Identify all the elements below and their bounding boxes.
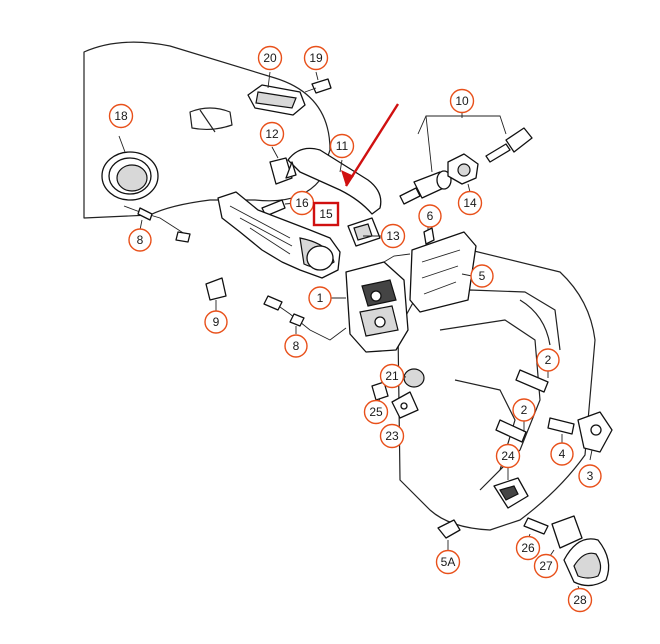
callout-label-10: 10: [455, 94, 469, 108]
callout-marker-12: [259, 121, 285, 147]
callout-label-19: 19: [309, 51, 323, 65]
callout-label-13: 13: [386, 229, 400, 243]
part-11-outer-handle: [285, 147, 382, 215]
inner-door-panel: [83, 41, 331, 219]
callout-marker-20: [257, 45, 283, 71]
callout-label-8: 8: [293, 339, 300, 353]
callout-label-18: 18: [114, 109, 128, 123]
callout-marker-4: [550, 442, 574, 466]
callout-label-5: 5: [479, 269, 486, 283]
part-5-bracket-plate: [409, 231, 477, 313]
part-1-lock-mechanism: [345, 253, 411, 353]
callout-marker-25: [363, 399, 389, 425]
highlight-arrow: [341, 103, 400, 187]
callout-label-20: 20: [263, 51, 277, 65]
callout-marker-18: [108, 103, 134, 129]
callout-marker-24: [495, 443, 521, 469]
callout-label-5a: 5A: [441, 555, 456, 569]
callout-label-26: 26: [521, 541, 535, 555]
part-20-bracket: [247, 71, 306, 116]
callout-label-2: 2: [521, 403, 528, 417]
part-5a-cap: [437, 519, 461, 552]
callout-marker-19: [303, 45, 329, 71]
callout-label-8: 8: [137, 233, 144, 247]
part-2-bolt-lower: [495, 419, 527, 443]
part-2-bolt-upper: [515, 368, 549, 393]
callout-label-6: 6: [427, 209, 434, 223]
callout-marker-14: [457, 190, 483, 216]
part-3-striker: [577, 411, 613, 461]
callout-label-11: 11: [336, 139, 349, 153]
part-21-cap: [403, 368, 425, 388]
callout-marker-9: [204, 310, 228, 334]
callout-label-25: 25: [369, 405, 383, 419]
callout-marker-10: [449, 88, 475, 114]
part-15-handle-carrier: [217, 191, 341, 279]
part-14-lock-housing: [447, 153, 479, 193]
callout-marker-27: [533, 553, 559, 579]
callout-label-23: 23: [385, 429, 399, 443]
callout-marker-8: [284, 334, 308, 358]
callout-label-14: 14: [463, 196, 477, 210]
callout-label-12: 12: [265, 127, 279, 141]
callout-label-2: 2: [545, 353, 552, 367]
part-28-seal: [563, 538, 610, 593]
callout-label-4: 4: [559, 447, 566, 461]
part-13-bracket: [347, 217, 386, 247]
callout-label-24: 24: [501, 449, 515, 463]
callout-marker-5a: [435, 549, 461, 575]
callout-label-16: 16: [295, 196, 309, 210]
callout-marker-13: [380, 223, 406, 249]
callout-marker-11: [329, 133, 355, 159]
callout-label-9: 9: [213, 315, 220, 329]
part-8-cable-lower: [263, 295, 347, 341]
callout-label-1: 1: [317, 291, 324, 305]
callout-label-28: 28: [573, 593, 587, 607]
callout-label-3: 3: [587, 469, 594, 483]
callout-marker-28: [567, 587, 593, 613]
part-8-cable-upper: [123, 205, 191, 243]
part-12-gasket: [269, 146, 293, 185]
part-10-lock-cylinder: [399, 110, 533, 205]
part-4-screw: [547, 417, 575, 446]
callout-marker-6: [418, 204, 442, 228]
callout-label-21: 21: [385, 369, 399, 383]
callout-marker-15: [312, 201, 340, 227]
callout-label-15: 15: [319, 207, 333, 221]
part-19-screw: [304, 71, 332, 94]
part-23-striker-plate: [391, 391, 419, 419]
callout-marker-2: [512, 398, 536, 422]
part-18-trim-ring: [101, 135, 159, 201]
callout-marker-2: [536, 348, 560, 372]
callout-marker-5: [470, 264, 494, 288]
callout-marker-26: [515, 535, 541, 561]
callout-marker-1: [308, 286, 332, 310]
callout-marker-21: [379, 363, 405, 389]
callout-marker-3: [578, 464, 602, 488]
part-9-clip: [205, 277, 227, 312]
callout-marker-23: [379, 423, 405, 449]
callout-label-27: 27: [539, 559, 553, 573]
callout-marker-8: [128, 228, 152, 252]
part-24-bumper: [493, 468, 529, 509]
